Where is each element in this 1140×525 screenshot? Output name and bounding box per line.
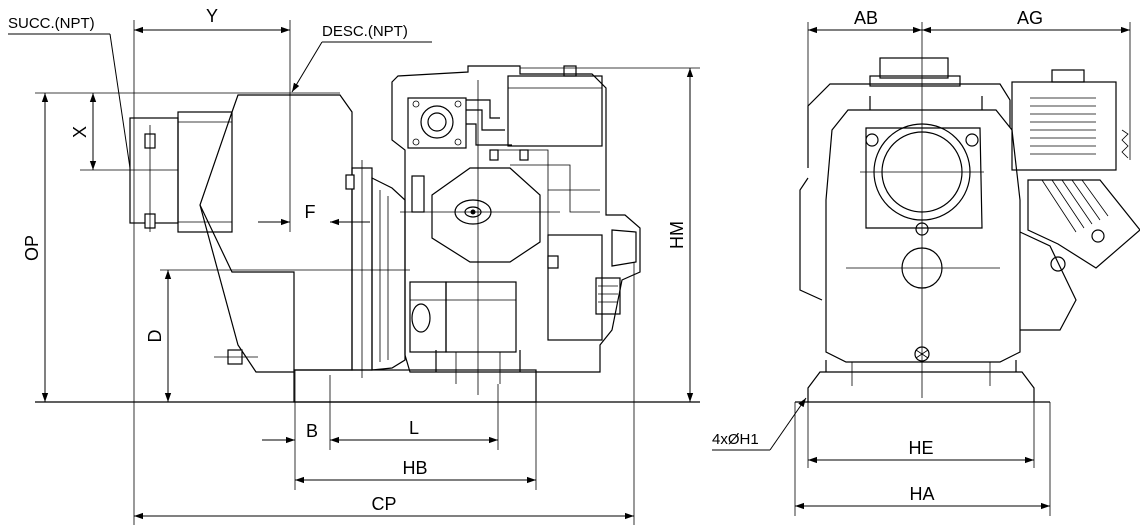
dim-cp-label: CP [371, 494, 396, 514]
cylinder-fins [1019, 179, 1140, 331]
pump-casing [129, 94, 406, 378]
succ-label: SUCC.(NPT) [8, 15, 95, 32]
dim-he-label: HE [908, 438, 933, 458]
dim-d-label: D [145, 330, 165, 343]
side-view: Y X OP D F HM B L HB [8, 6, 700, 525]
front-base [807, 371, 1035, 402]
dim-op-label: OP [22, 235, 42, 261]
dim-ha-label: HA [909, 484, 934, 504]
side-centerlines [160, 20, 560, 395]
engine [391, 65, 641, 384]
dim-x-label: X [70, 126, 90, 138]
dim-f-label: F [305, 202, 316, 222]
dim-b-label: B [306, 421, 318, 441]
front-view: AB AG HE HA 4xØH1 [712, 8, 1140, 516]
front-pump-casing [825, 109, 1021, 363]
air-cleaner [1011, 69, 1129, 171]
desc-label: DESC.(NPT) [322, 23, 408, 40]
dim-hm-label: HM [667, 221, 687, 249]
front-engine-outline [807, 83, 1011, 168]
base-plate [293, 369, 537, 403]
dim-hb-label: HB [402, 458, 427, 478]
front-centerlines [846, 22, 1000, 398]
dim-l-label: L [409, 418, 419, 438]
side-extension-lines [35, 20, 700, 525]
front-dimensions: AB AG HE HA 4xØH1 [712, 8, 1130, 510]
holes-label: 4xØH1 [712, 431, 759, 448]
dim-y-label: Y [206, 6, 218, 26]
dim-ag-label: AG [1017, 8, 1043, 28]
dim-ab-label: AB [854, 8, 878, 28]
side-dimensions: Y X OP D F HM B L HB [8, 6, 694, 520]
